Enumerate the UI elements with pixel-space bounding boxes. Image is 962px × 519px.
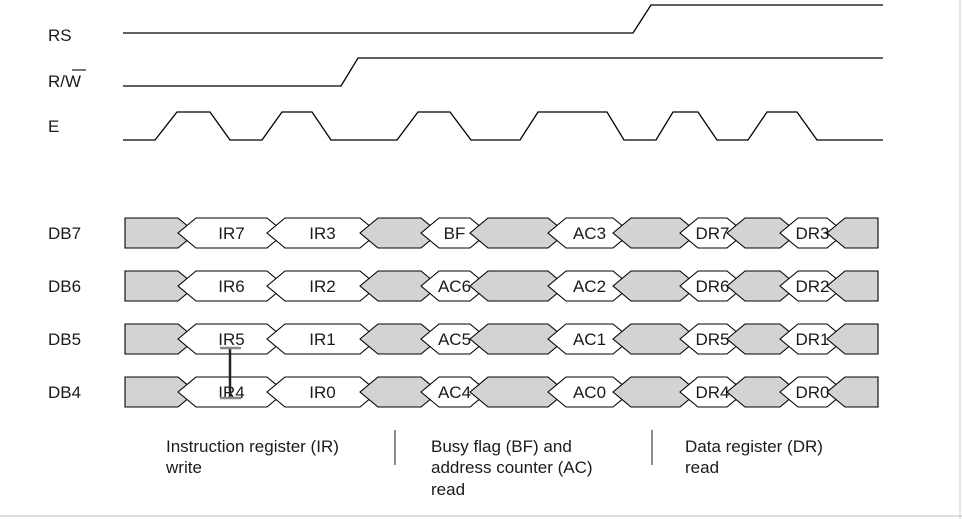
bus-cell-label: AC5 — [438, 330, 471, 349]
bus-invalid-cell — [826, 270, 879, 302]
bus-invalid-cell — [826, 376, 879, 408]
bus-line-label: DB6 — [48, 277, 81, 296]
bus-cell-label: IR3 — [309, 224, 335, 243]
bus-line-label: DB5 — [48, 330, 81, 349]
bus-cell-label: IR2 — [309, 277, 335, 296]
bus-invalid-cell — [826, 323, 879, 355]
bus-cell-label: AC2 — [573, 277, 606, 296]
rw-label: R/W — [48, 72, 81, 91]
bus-cell-label: DR4 — [695, 383, 729, 402]
caption-line: address counter (AC) — [431, 458, 593, 477]
bus-cell-label: AC6 — [438, 277, 471, 296]
bus-line-label: DB4 — [48, 383, 81, 402]
caption-dr-read: Data register (DR) read — [685, 437, 828, 477]
bus-line-label: DB7 — [48, 224, 81, 243]
bus-cell-label: DR3 — [795, 224, 829, 243]
bus-cell-label: DR6 — [695, 277, 729, 296]
rw-label-prefix: R/ — [48, 72, 65, 91]
caption-line: Busy flag (BF) and — [431, 437, 572, 456]
e-waveform — [123, 111, 883, 141]
caption-bf-ac-read: Busy flag (BF) and address counter (AC) … — [431, 437, 597, 499]
rw-waveform — [123, 57, 883, 87]
bus-cell-label: IR7 — [218, 224, 244, 243]
caption-line: Data register (DR) — [685, 437, 823, 456]
rw-label-overlined: W — [65, 72, 81, 91]
bus-cell-label: DR5 — [695, 330, 729, 349]
caption-line: Instruction register (IR) — [166, 437, 339, 456]
caption-line: read — [431, 480, 465, 499]
caption-line: write — [165, 458, 202, 477]
bus-invalid-cell — [826, 217, 879, 249]
rs-label: RS — [48, 26, 72, 45]
bus-cell-label: DR2 — [795, 277, 829, 296]
bus-cell-label: BF — [444, 224, 466, 243]
rs-waveform — [123, 4, 883, 34]
text-cursor-icon — [220, 346, 241, 400]
bus-cell-label: AC1 — [573, 330, 606, 349]
bus-cell-label: DR0 — [795, 383, 829, 402]
bus-cell-label: IR5 — [218, 330, 244, 349]
bus-cell-label: AC3 — [573, 224, 606, 243]
bus-cell-label: AC0 — [573, 383, 606, 402]
e-label: E — [48, 117, 59, 136]
bus-cell-label: IR6 — [218, 277, 244, 296]
bus-cell-label: IR0 — [309, 383, 335, 402]
bus-cell-label: AC4 — [438, 383, 471, 402]
caption-line: read — [685, 458, 719, 477]
bus-cell-label: DR1 — [795, 330, 829, 349]
bus-cell-label: IR1 — [309, 330, 335, 349]
bus-cell-label: DR7 — [695, 224, 729, 243]
caption-ir-write: Instruction register (IR) write — [165, 437, 344, 477]
